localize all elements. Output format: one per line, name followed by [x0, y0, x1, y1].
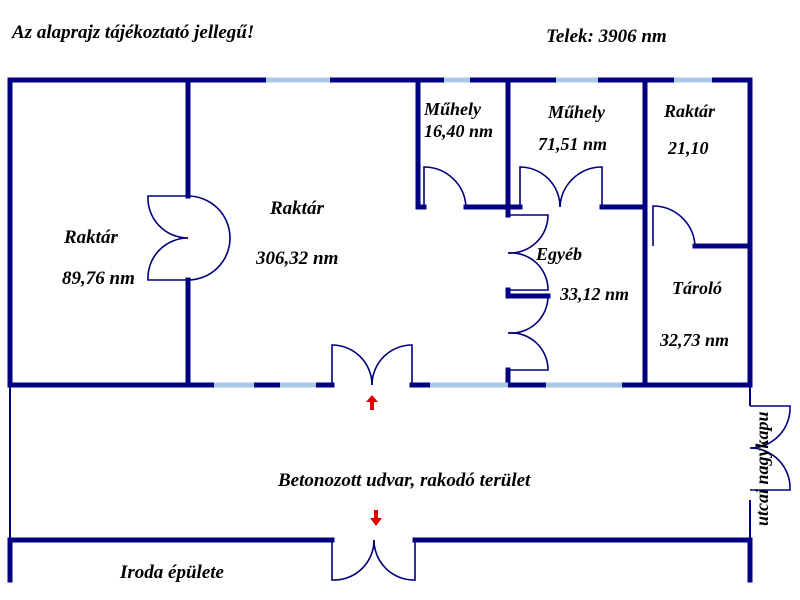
arrow-down-icon [370, 510, 382, 526]
office-walls [7, 537, 753, 583]
room-muhely-large-name: Műhely [547, 102, 606, 122]
room-egyeb-name: Egyéb [535, 244, 582, 264]
room-muhely-large-area: 71,51 nm [538, 134, 607, 154]
doors [147, 166, 696, 386]
windows [214, 77, 712, 388]
disclaimer-text: Az alaprajz tájékoztató jellegű! [11, 22, 254, 43]
entrance-arrows [366, 395, 382, 526]
plot-size-text: Telek: 3906 nm [546, 26, 667, 47]
yard-label: Betonozott udvar, rakodó terület [277, 470, 531, 491]
room-muhely-small-name: Műhely [423, 99, 482, 119]
room-tarolo-area: 32,73 nm [659, 330, 729, 350]
room-raktar-left-name: Raktár [63, 227, 118, 248]
room-raktar-left-area: 89,76 nm [62, 268, 135, 289]
gate-label: utcai nagykapu [752, 411, 772, 526]
office-label: Iroda épülete [119, 562, 225, 583]
room-raktar-main-area: 306,32 nm [255, 248, 338, 269]
room-muhely-small-area: 16,40 nm [424, 121, 493, 141]
room-raktar-small-area: 21,10 [667, 138, 709, 158]
room-raktar-small-name: Raktár [663, 101, 716, 121]
arrow-up-icon [366, 395, 378, 410]
room-egyeb-area: 33,12 nm [559, 284, 629, 304]
room-tarolo-name: Tároló [672, 278, 722, 298]
room-raktar-main-name: Raktár [269, 198, 324, 219]
yard-outline [9, 385, 791, 540]
building-walls [7, 77, 753, 388]
